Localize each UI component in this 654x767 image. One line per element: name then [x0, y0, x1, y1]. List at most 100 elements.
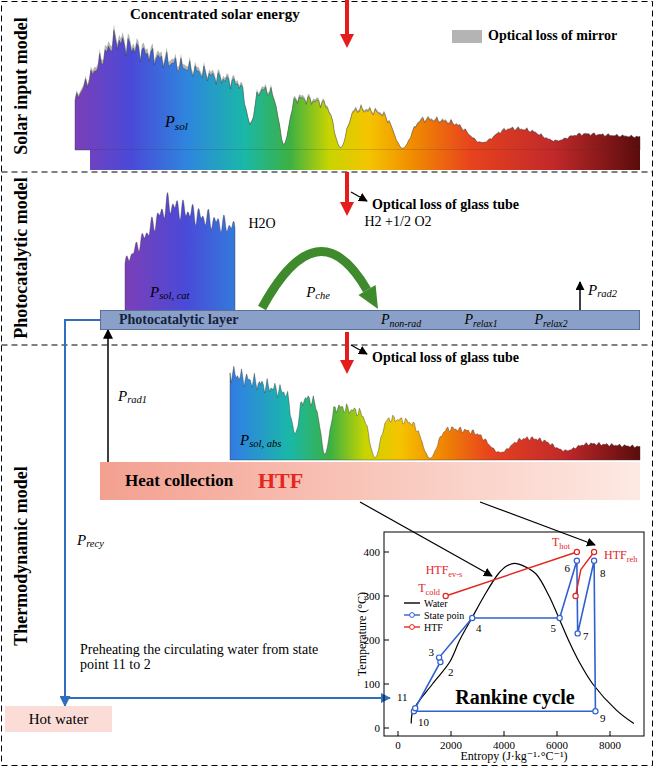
tick — [384, 728, 389, 729]
legend-text: HTF — [424, 622, 443, 633]
state-number: 8 — [600, 567, 606, 579]
edge-label: Prad1 — [118, 388, 147, 405]
text-main: P — [464, 312, 473, 327]
curve-label: HTFev-s — [426, 564, 463, 577]
text-subscript: non-rad — [389, 318, 421, 329]
state-number: 5 — [551, 622, 557, 634]
tick-label: 100 — [364, 678, 381, 690]
htf-line — [576, 552, 595, 596]
node-text: Prelax2 — [534, 312, 567, 327]
heat-collection-bar: Heat collectionHTF — [100, 462, 640, 500]
panel: Solar input model — [0, 0, 654, 172]
state-point — [470, 615, 475, 620]
note: Preheating the circulating water from st… — [80, 642, 330, 673]
formula: H2O — [248, 216, 275, 231]
curve-label: Thot — [552, 536, 570, 549]
legend-sample — [410, 613, 415, 618]
text-subscript: sol, cat — [159, 290, 189, 301]
state-point — [575, 631, 580, 636]
hot-water-box: Hot water — [5, 706, 112, 732]
text-subscript: recy — [86, 538, 104, 549]
state-number: 6 — [565, 562, 571, 574]
tick — [384, 640, 389, 641]
reaction-arrow-head — [358, 285, 378, 309]
text-main: P — [588, 282, 597, 298]
reaction-arrow — [262, 252, 367, 308]
text-subscript: sol, abs — [249, 438, 281, 449]
rainbow-bar — [90, 150, 640, 170]
power-label: Psol, abs — [240, 432, 281, 449]
text-main: P — [118, 388, 127, 404]
chart-title: Rankine cycle — [455, 686, 574, 708]
power-label: Pche — [306, 284, 330, 301]
tick-label: 4000 — [493, 739, 515, 751]
legend-sample — [404, 602, 420, 603]
saturation-dome — [411, 563, 634, 723]
node-text: HTF — [258, 469, 303, 493]
text-subscript: hot — [559, 542, 570, 551]
node-text: Pnon-rad — [381, 312, 421, 327]
text-subscript: che — [315, 290, 330, 301]
htf-point — [573, 593, 578, 598]
tick — [384, 596, 389, 597]
legend-swatch — [452, 30, 482, 43]
text-subscript: rad1 — [127, 394, 147, 405]
htf-point — [592, 549, 597, 554]
node-title: Hot water — [29, 711, 89, 728]
light-arrow — [345, 172, 349, 204]
text-main: P — [381, 312, 390, 327]
node-title: Photocatalytic layer — [119, 312, 238, 327]
pointer-arrow — [480, 502, 595, 545]
legend-text: Water — [424, 598, 448, 609]
text-main: P — [150, 284, 159, 300]
state-number: 7 — [583, 630, 589, 642]
state-number: 4 — [476, 622, 482, 634]
text-subscript: rad2 — [597, 288, 617, 299]
tick-label: 6000 — [546, 739, 568, 751]
power-label: Psol — [165, 113, 188, 131]
text-subscript: reh — [627, 555, 638, 564]
curve-label: HTFreh — [604, 549, 637, 562]
text-main: HTF — [604, 548, 627, 562]
legend-text: State poin — [424, 610, 464, 621]
state-point — [593, 709, 598, 714]
node-title: Solar input model — [12, 17, 32, 155]
tick-label: 0 — [375, 722, 381, 734]
text-main: P — [534, 312, 543, 327]
panel-divider — [2, 345, 653, 346]
panel: Photocatalytic modelPhotocatalytic layer… — [0, 172, 654, 345]
chart-frame — [384, 532, 644, 736]
text-subscript: cold — [426, 588, 440, 597]
state-number: 2 — [448, 666, 454, 678]
text-main: T — [552, 535, 559, 549]
absorbed-spectrum — [230, 366, 640, 460]
text-main: P — [165, 113, 175, 130]
legend-sample — [410, 625, 415, 630]
power-label: Psol, cat — [150, 284, 190, 301]
catalytic-spectrum — [125, 193, 235, 312]
state-point — [557, 615, 562, 620]
node-text: Prelax1 — [464, 312, 497, 327]
tick — [384, 684, 389, 685]
state-point — [592, 558, 597, 563]
text-subscript: sol — [175, 120, 188, 132]
preheat-arrow — [65, 697, 390, 699]
photocatalytic-layer: Photocatalytic layer Pnon-rad Prelax1 Prela… — [100, 310, 640, 329]
state-number: 3 — [429, 646, 435, 658]
htf-line — [446, 552, 577, 596]
panel-divider — [2, 172, 653, 173]
leader-line — [351, 192, 367, 201]
htf-point — [574, 549, 579, 554]
rankine-path — [414, 561, 596, 711]
axis-title: Entropy (J·kg⁻¹·°C⁻¹) — [461, 750, 568, 763]
state-number: 10 — [418, 716, 429, 728]
state-number: 9 — [600, 712, 606, 724]
formula: H2 +1/2 O2 — [364, 214, 431, 229]
edge-label: Precy — [77, 532, 104, 549]
spectra — [75, 24, 640, 460]
tick — [557, 731, 558, 736]
node-title: Photocatalytic model — [12, 177, 32, 338]
tick — [451, 731, 452, 736]
loss-label: Optical loss of glass tube — [372, 197, 519, 212]
tick — [504, 731, 505, 736]
